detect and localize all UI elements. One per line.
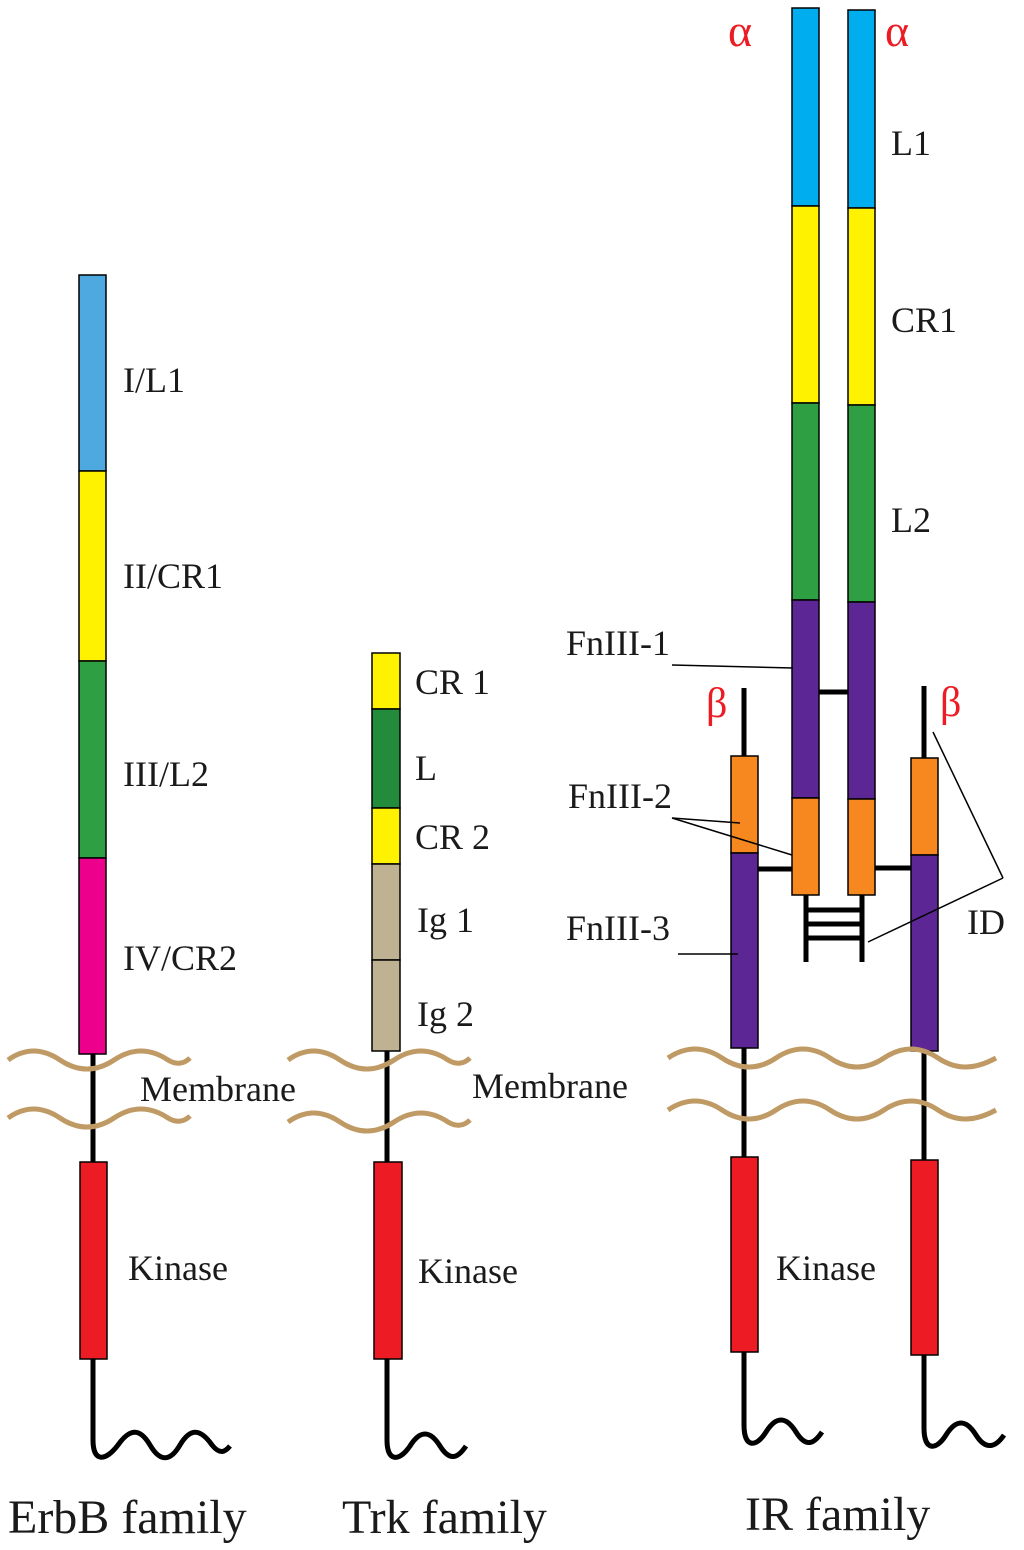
ir-alpha-label-right: α bbox=[885, 5, 909, 56]
erbb-domain-i-l1 bbox=[78, 274, 107, 472]
erbb-kinase-domain bbox=[79, 1161, 108, 1360]
erbb-label-ii-cr1: II/CR1 bbox=[123, 556, 223, 596]
ir-label-fn3: FnIII-3 bbox=[566, 908, 670, 948]
ir-alpha-right-fn2 bbox=[847, 798, 876, 896]
ir-id-leader-a bbox=[932, 731, 1004, 879]
trk-domain-cr1 bbox=[371, 652, 401, 710]
ir-label-fn1: FnIII-1 bbox=[566, 623, 670, 663]
erbb-membrane-upper bbox=[6, 1048, 192, 1072]
trk-membrane-lower bbox=[286, 1110, 472, 1134]
trk-domain-ig1 bbox=[371, 863, 401, 961]
erbb-domain-iii-l2 bbox=[78, 660, 107, 859]
ir-c-tail-left bbox=[741, 1352, 825, 1446]
trk-label-ig2: Ig 2 bbox=[417, 994, 474, 1034]
trk-receptor: CR 1 L CR 2 Ig 1 Ig 2 Membrane Kinase Tr… bbox=[286, 652, 628, 1544]
trk-domain-l bbox=[371, 708, 401, 809]
ir-beta-left-kinase bbox=[730, 1156, 759, 1353]
ir-label-cr1: CR1 bbox=[891, 300, 957, 340]
trk-label-cr1: CR 1 bbox=[415, 662, 490, 702]
ir-receptor: α α β β L1 CR1 L2 FnIII-1 FnIII-2 FnIII-… bbox=[566, 5, 1007, 1541]
ir-alpha-left-cr1 bbox=[791, 205, 820, 404]
trk-kinase-domain bbox=[373, 1161, 403, 1360]
ir-beta-right-fn3 bbox=[910, 854, 939, 1052]
ir-family-title: IR family bbox=[745, 1488, 930, 1541]
erbb-kinase-label: Kinase bbox=[128, 1248, 228, 1288]
ir-label-id: ID bbox=[967, 902, 1005, 942]
erbb-label-iii-l2: III/L2 bbox=[123, 754, 209, 794]
ir-alpha-right-l1 bbox=[847, 9, 876, 209]
ir-beta-right-kinase bbox=[910, 1159, 939, 1356]
ir-id-leader-b bbox=[867, 877, 1004, 943]
erbb-family-title: ErbB family bbox=[8, 1491, 247, 1544]
ir-label-l2: L2 bbox=[891, 500, 931, 540]
ir-alpha-left-fn2 bbox=[791, 797, 820, 896]
trk-membrane-label: Membrane bbox=[472, 1066, 628, 1106]
ir-kinase-label: Kinase bbox=[776, 1248, 876, 1288]
ir-beta-left-fn3 bbox=[730, 852, 759, 1049]
ir-alpha-right-l2 bbox=[847, 404, 876, 603]
ir-alpha-left-fn1 bbox=[791, 599, 820, 799]
erbb-receptor: I/L1 II/CR1 III/L2 IV/CR2 Membrane Kinas… bbox=[6, 274, 296, 1544]
erbb-membrane-lower bbox=[6, 1106, 192, 1130]
ir-fn2-leader-b bbox=[671, 817, 793, 856]
ir-beta-left-fn2 bbox=[730, 755, 759, 854]
trk-label-cr2: CR 2 bbox=[415, 817, 490, 857]
ir-c-tail-right bbox=[921, 1355, 1007, 1449]
erbb-label-i-l1: I/L1 bbox=[123, 360, 185, 400]
trk-kinase-label: Kinase bbox=[418, 1251, 518, 1291]
trk-label-ig1: Ig 1 bbox=[417, 900, 474, 940]
ir-label-fn2: FnIII-2 bbox=[568, 776, 672, 816]
trk-c-tail bbox=[384, 1359, 469, 1460]
ir-fn2-leader-a bbox=[671, 817, 741, 824]
erbb-label-iv-cr2: IV/CR2 bbox=[123, 938, 237, 978]
trk-family-title: Trk family bbox=[342, 1491, 547, 1544]
ir-alpha-left-l1 bbox=[791, 7, 820, 207]
ir-membrane-lower bbox=[666, 1098, 998, 1122]
ir-alpha-left-l2 bbox=[791, 402, 820, 601]
ir-beta-label-right: β bbox=[940, 680, 961, 726]
trk-label-l: L bbox=[415, 748, 437, 788]
ir-fn1-leader bbox=[671, 664, 794, 669]
erbb-membrane-label: Membrane bbox=[140, 1069, 296, 1109]
trk-domain-ig2 bbox=[371, 959, 401, 1052]
erbb-c-tail bbox=[90, 1359, 232, 1461]
ir-label-l1: L1 bbox=[891, 123, 931, 163]
ir-insert-domain-ladder bbox=[803, 895, 865, 962]
ir-alpha-label-left: α bbox=[728, 5, 752, 56]
ir-alpha-right-fn1 bbox=[847, 601, 876, 800]
ir-membrane-upper bbox=[666, 1046, 998, 1070]
trk-domain-cr2 bbox=[371, 807, 401, 865]
trk-membrane-upper bbox=[286, 1048, 472, 1072]
ir-beta-right-fn2 bbox=[910, 757, 939, 856]
erbb-domain-ii-cr1 bbox=[78, 470, 107, 662]
ir-beta-label-left: β bbox=[706, 681, 727, 727]
ir-alpha-right-cr1 bbox=[847, 207, 876, 406]
erbb-domain-iv-cr2 bbox=[78, 857, 107, 1055]
